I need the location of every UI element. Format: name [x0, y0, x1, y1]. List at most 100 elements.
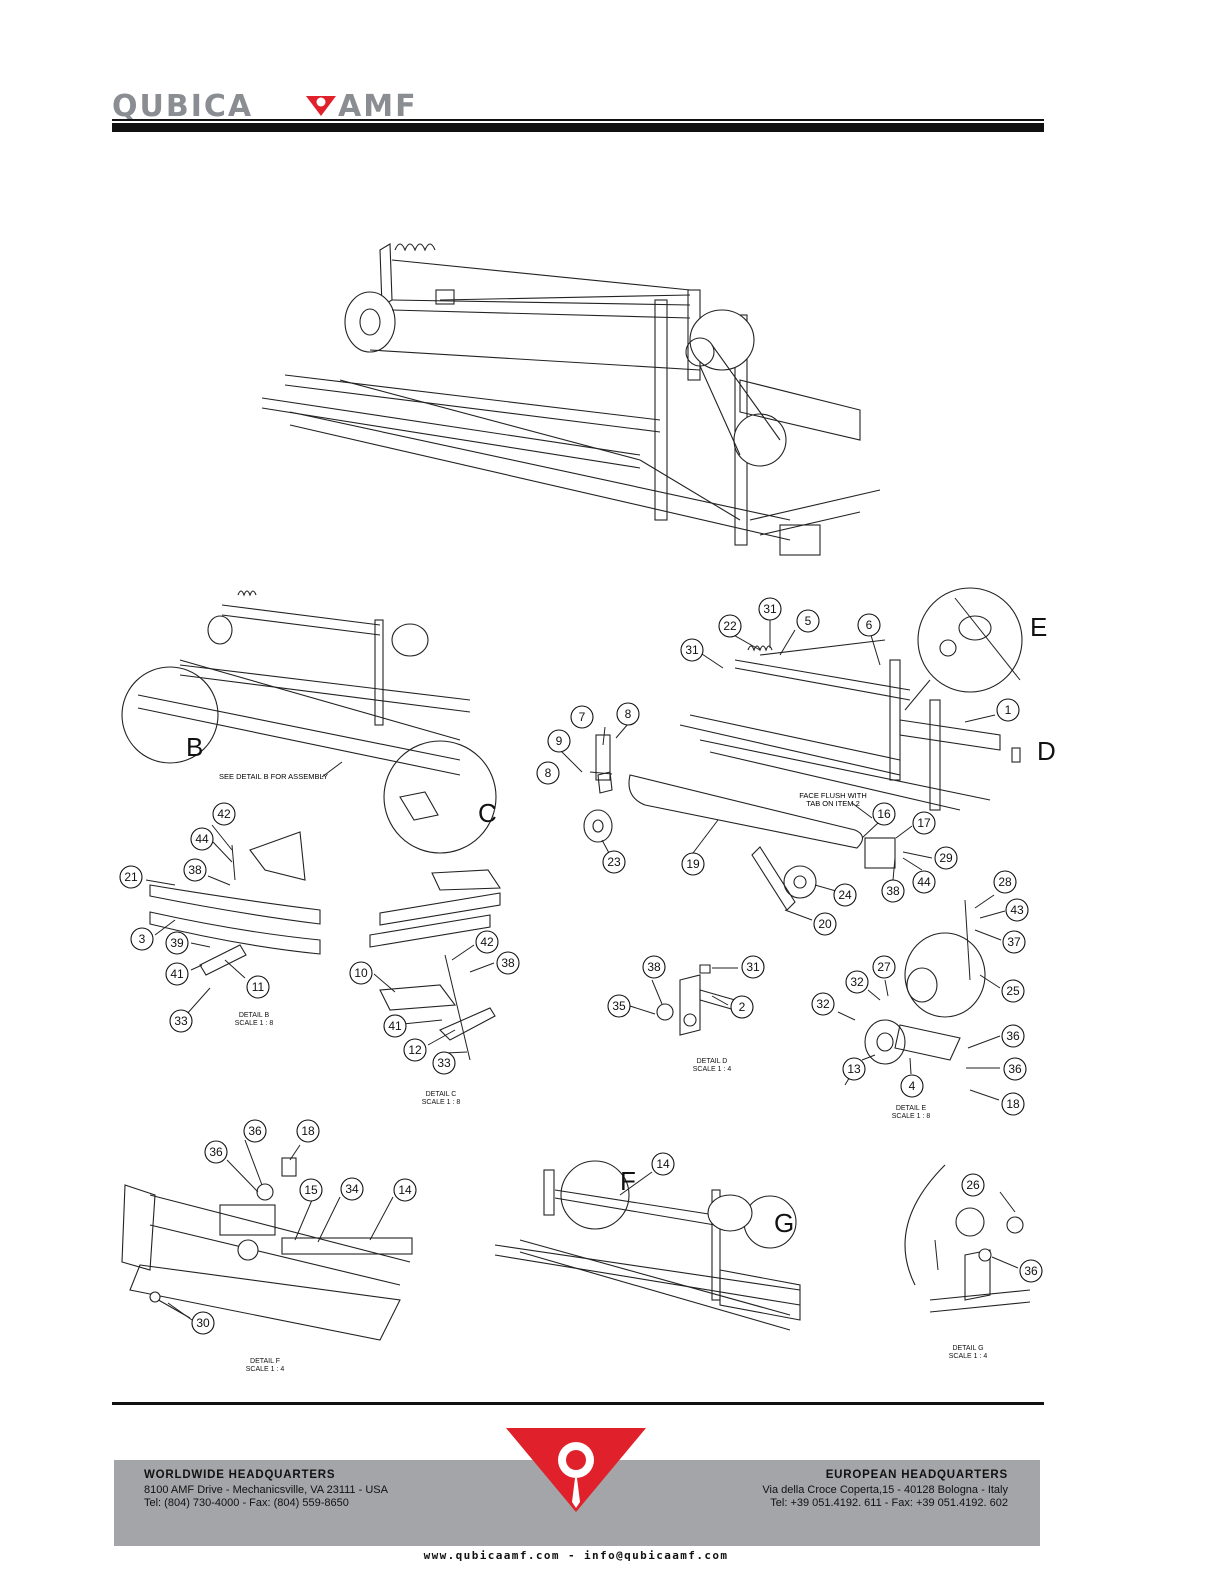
callout-bubble: 14	[651, 1152, 675, 1176]
svg-text:21: 21	[124, 870, 138, 884]
callout-bubble: 16	[872, 802, 896, 826]
callout-bubble: 12	[403, 1038, 427, 1062]
callout-bubble: 4	[900, 1074, 924, 1098]
callout-bubble: 33	[432, 1051, 456, 1075]
callout-bubble: 29	[934, 846, 958, 870]
footer-web-contact[interactable]: www.qubicaamf.com - info@qubicaamf.com	[423, 1549, 729, 1562]
svg-text:10: 10	[354, 966, 368, 980]
svg-text:36: 36	[1008, 1062, 1022, 1076]
svg-text:8: 8	[625, 707, 632, 721]
caption-detail-d: DETAIL D SCALE 1 : 4	[693, 1058, 732, 1073]
detail-f-illustration	[121, 1157, 413, 1341]
svg-text:38: 38	[188, 863, 202, 877]
callout-bubble: 36	[204, 1140, 228, 1164]
svg-text:9: 9	[556, 734, 563, 748]
svg-text:32: 32	[816, 997, 830, 1011]
svg-text:19: 19	[686, 857, 700, 871]
svg-text:2: 2	[739, 1000, 746, 1014]
callout-bubble: 1	[996, 698, 1020, 722]
callout-bubble: 5	[796, 609, 820, 633]
svg-text:18: 18	[1006, 1097, 1020, 1111]
svg-text:14: 14	[656, 1157, 670, 1171]
callout-bubble: 36	[1019, 1259, 1043, 1283]
svg-text:42: 42	[480, 935, 494, 949]
svg-text:25: 25	[1006, 984, 1020, 998]
callout-bubble: 39	[165, 931, 189, 955]
callout-bubble: 35	[607, 994, 631, 1018]
overview-fg-illustration	[494, 1160, 801, 1331]
callout-bubble: 38	[496, 951, 520, 975]
detail-letter-c: C	[478, 798, 497, 828]
svg-text:42: 42	[217, 807, 231, 821]
detail-b-illustration	[149, 831, 321, 976]
callout-bubble: 24	[833, 883, 857, 907]
svg-text:31: 31	[746, 960, 760, 974]
svg-text:16: 16	[877, 807, 891, 821]
svg-text:12: 12	[408, 1043, 422, 1057]
svg-text:34: 34	[345, 1182, 359, 1196]
callout-bubble: 27	[872, 955, 896, 979]
footer-left-title: WORLDWIDE HEADQUARTERS	[144, 1469, 336, 1481]
svg-text:44: 44	[917, 875, 931, 889]
header-rule-thick	[112, 123, 1044, 132]
footer-right-phone: Tel: +39 051.4192. 611 - Fax: +39 051.41…	[770, 1497, 1008, 1509]
callout-bubble: 25	[1001, 979, 1025, 1003]
svg-text:13: 13	[847, 1062, 861, 1076]
detail-letter-d: D	[1037, 736, 1056, 766]
callout-bubble: 38	[642, 955, 666, 979]
callout-bubble: 18	[296, 1119, 320, 1143]
svg-text:38: 38	[886, 884, 900, 898]
svg-text:39: 39	[170, 936, 184, 950]
detail-g-illustration	[904, 1164, 1031, 1313]
callout-bubble: 41	[165, 962, 189, 986]
callout-bubble: 37	[1002, 930, 1026, 954]
callout-bubble: 31	[758, 597, 782, 621]
svg-text:1: 1	[1005, 703, 1012, 717]
callout-bubble: 38	[881, 879, 905, 903]
logo-q-mark-icon	[306, 96, 336, 116]
caption-detail-f: DETAIL F SCALE 1 : 4	[246, 1358, 285, 1373]
svg-text:3: 3	[139, 932, 146, 946]
callout-bubble: 2	[730, 995, 754, 1019]
detail-letter-e: E	[1030, 612, 1047, 642]
callout-bubble: 30	[191, 1311, 215, 1335]
callout-bubble: 13	[842, 1057, 866, 1081]
callout-bubble: 42	[212, 802, 236, 826]
callout-bubble: 31	[741, 955, 765, 979]
callout-bubbles: 31 22 5 6 31 1 7 8 9 8 23 19 16 17 29 38…	[119, 597, 1043, 1335]
svg-text:8: 8	[545, 766, 552, 780]
callout-bubble: 31	[680, 638, 704, 662]
svg-text:7: 7	[579, 710, 586, 724]
callout-bubble: 15	[299, 1178, 323, 1202]
callout-bubble: 44	[912, 870, 936, 894]
callout-bubble: 44	[190, 827, 214, 851]
svg-text:27: 27	[877, 960, 891, 974]
footer-left-phone: Tel: (804) 730-4000 - Fax: (804) 559-865…	[144, 1497, 349, 1509]
callout-bubble: 41	[383, 1014, 407, 1038]
callout-bubble: 19	[681, 852, 705, 876]
callout-bubble: 42	[475, 930, 499, 954]
svg-text:24: 24	[838, 888, 852, 902]
svg-text:38: 38	[501, 956, 515, 970]
detail-c-illustration	[369, 869, 502, 1061]
detail-letter-b: B	[186, 732, 203, 762]
footer-rule	[112, 1402, 1044, 1405]
svg-text:30: 30	[196, 1316, 210, 1330]
detail-letter-g: G	[774, 1208, 794, 1238]
caption-detail-b: DETAIL B SCALE 1 : 8	[235, 1012, 274, 1027]
callout-bubble: 6	[857, 613, 881, 637]
callout-bubble: 9	[547, 729, 571, 753]
header-logo: QUBICA AMF	[112, 90, 416, 122]
svg-text:36: 36	[209, 1145, 223, 1159]
svg-text:44: 44	[195, 832, 209, 846]
callout-bubble: 21	[119, 865, 143, 889]
svg-text:28: 28	[998, 875, 1012, 889]
callout-bubble: 8	[616, 702, 640, 726]
exploded-assembly-right	[583, 587, 1023, 911]
svg-text:17: 17	[917, 816, 931, 830]
svg-text:14: 14	[398, 1183, 412, 1197]
svg-text:41: 41	[170, 967, 184, 981]
svg-text:DETAIL G: DETAIL G	[952, 1345, 983, 1352]
svg-text:23: 23	[607, 855, 621, 869]
svg-text:41: 41	[388, 1019, 402, 1033]
